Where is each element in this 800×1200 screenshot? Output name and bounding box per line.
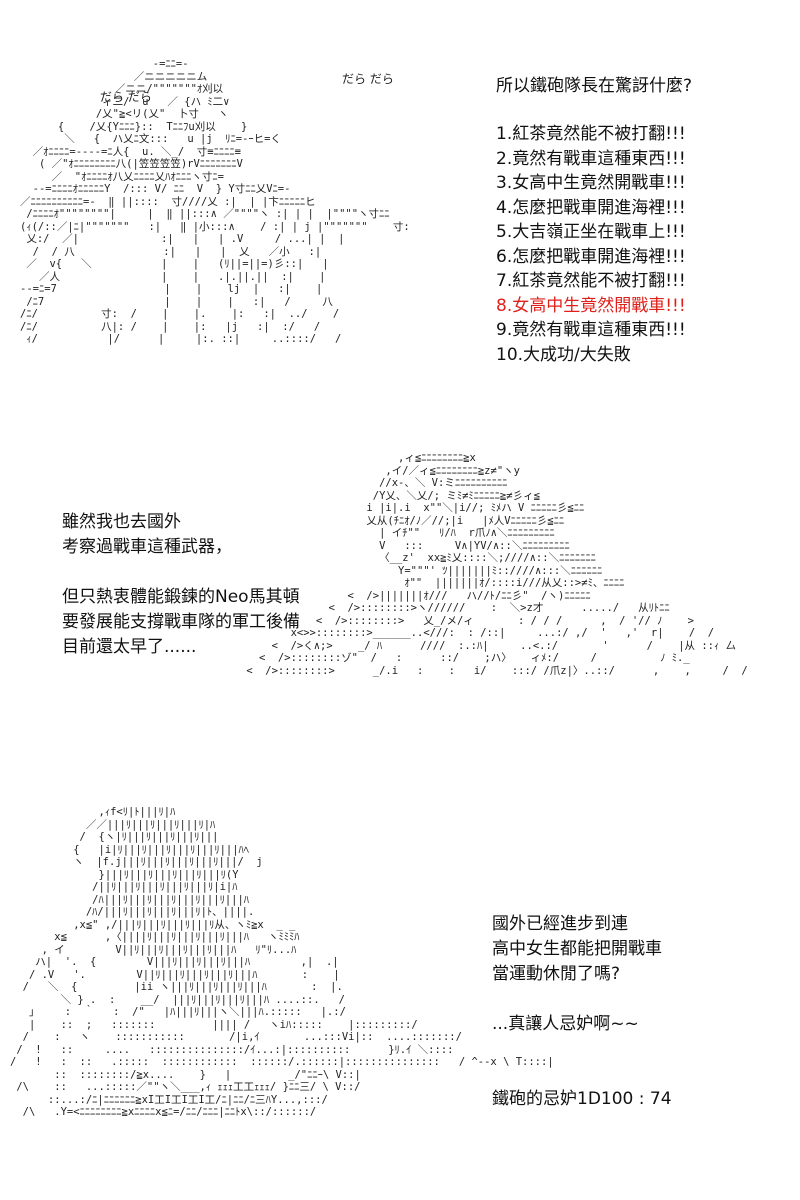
text-line: ...真讓人忌妒啊~~ (492, 1014, 639, 1034)
ascii-art-samurai-on-tank: -=ﾆﾆ=- ／ニニニニニム ／ニニ/"""""""ｵ刈以 ィ二/ u ／ {ハ… (20, 58, 410, 345)
panel-3: ,ｨf<ﾘ|ﾄ|||ﾘ|ﾊ ／／|||ﾘ|||ﾘ|||ﾘ|||ﾘ|ﾊ / {ヽ|… (0, 800, 800, 1200)
dice-outcome-list: 1.紅茶竟然能不被打翻!!! 2.竟然有戰車這種東西!!! 3.女高中生竟然開戰… (496, 122, 686, 367)
sfx-dara-left: だら だら (100, 90, 152, 104)
ascii-art-back-view-figure: ,ｨf<ﾘ|ﾄ|||ﾘ|ﾊ ／／|||ﾘ|||ﾘ|||ﾘ|||ﾘ|ﾊ / {ヽ|… (10, 806, 554, 1118)
text-line: 國外已經進步到連 (492, 914, 628, 934)
list-item-highlighted: 8.女高中生竟然開戰車!!! (496, 295, 686, 316)
panel-2: 雖然我也去國外 考察過戰車這種武器， 但只熱衷體能鍛鍊的Neo馬其頓 要發展能支… (0, 440, 800, 800)
text-line: 要發展能支撐戰車隊的軍工後備 (62, 612, 300, 632)
list-item: 4.怎麼把戰車開進海裡!!! (496, 197, 686, 218)
list-item: 1.紅茶竟然能不被打翻!!! (496, 124, 686, 144)
question-text: 所以鐵砲隊長在驚訝什麼? (496, 76, 693, 96)
sfx-dara-right: だら だら (342, 72, 394, 86)
list-item: 7.紅茶竟然能不被打翻!!! (496, 271, 686, 291)
narration-text: 國外已經進步到連 高中女生都能把開戰車 當運動休閒了嗎? ...真讓人忌妒啊~~… (492, 912, 672, 1112)
list-item: 2.竟然有戰車這種東西!!! (496, 148, 686, 169)
list-item: 6.怎麼把戰車開進海裡!!! (496, 246, 686, 267)
text-line: 考察過戰車這種武器， (62, 537, 232, 557)
list-item: 3.女高中生竟然開戰車!!! (496, 173, 686, 193)
list-item: 10.大成功/大失敗 (496, 344, 631, 365)
text-line: 高中女生都能把開戰車 (492, 939, 662, 959)
list-item: 9.竟然有戰車這種東西!!! (496, 320, 686, 340)
panel-1: -=ﾆﾆ=- ／ニニニニニム ／ニニ/"""""""ｵ刈以 ィ二/ u ／ {ハ… (0, 0, 800, 440)
text-line: 當運動休閒了嗎? (492, 964, 621, 984)
text-line: 但只熱衷體能鍛鍊的Neo馬其頓 (62, 587, 300, 607)
list-item: 5.大吉嶺正坐在戰車上!!! (496, 222, 686, 242)
narration-text: 雖然我也去國外 考察過戰車這種武器， 但只熱衷體能鍛鍊的Neo馬其頓 要發展能支… (62, 510, 300, 660)
dice-roll-result: 鐵砲的忌妒1D100 : 74 (492, 1089, 672, 1109)
text-line: 目前還太早了...... (62, 637, 197, 657)
text-line: 雖然我也去國外 (62, 512, 181, 532)
ascii-art-charging-figure: ,ィ≦ﾆﾆﾆﾆﾆﾆﾆﾆ≧x ,イ/／ィ≦ﾆﾆﾆﾆﾆﾆﾆﾆ≧z≠"ヽy //x-、… (246, 452, 748, 677)
